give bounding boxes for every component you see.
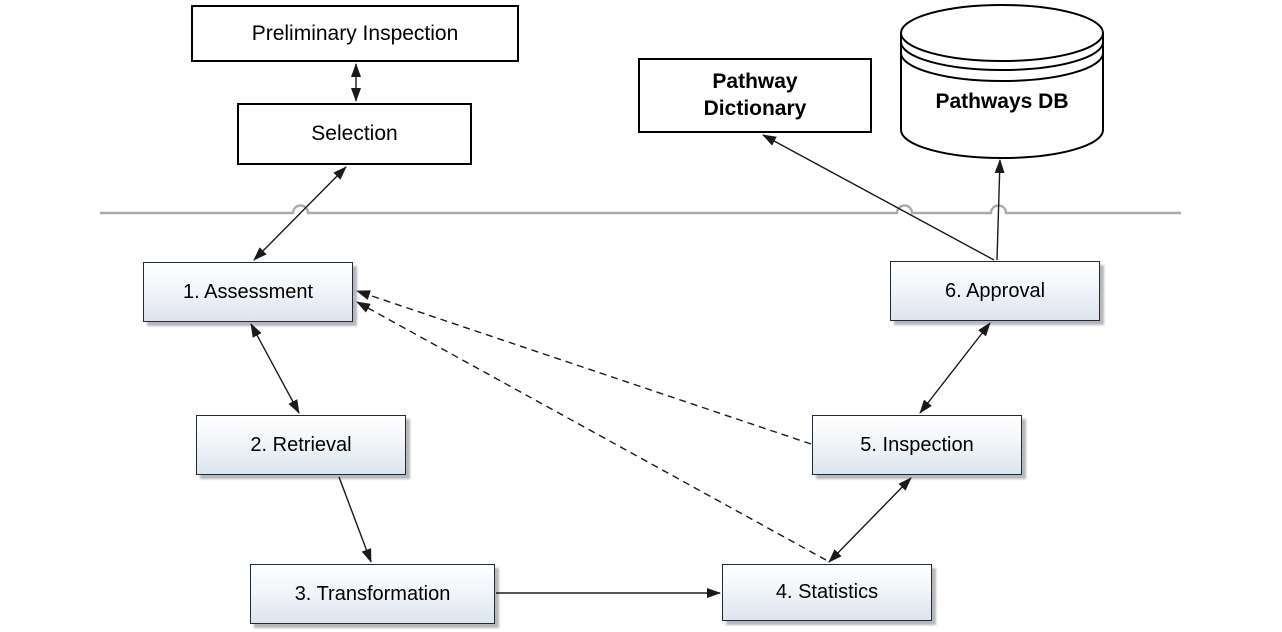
node-label: 3. Transformation [294, 582, 451, 605]
node-approval: 6. Approval [890, 261, 1100, 321]
node-label: 4. Statistics [775, 581, 879, 603]
node-preliminary-inspection: Preliminary Inspection [191, 5, 519, 62]
node-label: 5. Inspection [860, 433, 974, 456]
swimlane-separator-line [100, 204, 1181, 215]
node-pathways-db: Pathways DB [901, 90, 1103, 114]
node-label: 6. Approval [944, 279, 1046, 302]
node-label: 2. Retrieval [250, 433, 352, 456]
node-label: 1. Assessment [182, 280, 314, 303]
edge-selection-assessment [253, 166, 347, 261]
node-inspection: 5. Inspection [812, 415, 1022, 475]
node-selection: Selection [237, 103, 472, 165]
node-assessment: 1. Assessment [143, 262, 353, 322]
node-statistics: 4. Statistics [722, 564, 932, 621]
node-transformation: 3. Transformation [250, 564, 495, 624]
edge-retrieval-transformation [338, 476, 372, 563]
edge-statistics-inspection [828, 477, 912, 563]
edge-inspection-assessment-dashed [356, 290, 812, 445]
edge-assessment-retrieval [250, 323, 300, 414]
edge-approval-dictionary [762, 134, 995, 261]
node-label: Preliminary Inspection [251, 21, 459, 45]
node-retrieval: 2. Retrieval [196, 415, 406, 475]
node-label: Pathway Dictionary [703, 70, 807, 120]
node-pathway-dictionary: Pathway Dictionary [638, 58, 872, 133]
node-label: Selection [311, 122, 398, 145]
edge-statistics-assessment-dashed [356, 301, 827, 561]
pathways-db-cylinder [900, 4, 1104, 159]
node-label: Pathways DB [935, 90, 1069, 113]
edge-inspection-approval [919, 322, 991, 414]
edge-approval-db [994, 159, 1005, 261]
